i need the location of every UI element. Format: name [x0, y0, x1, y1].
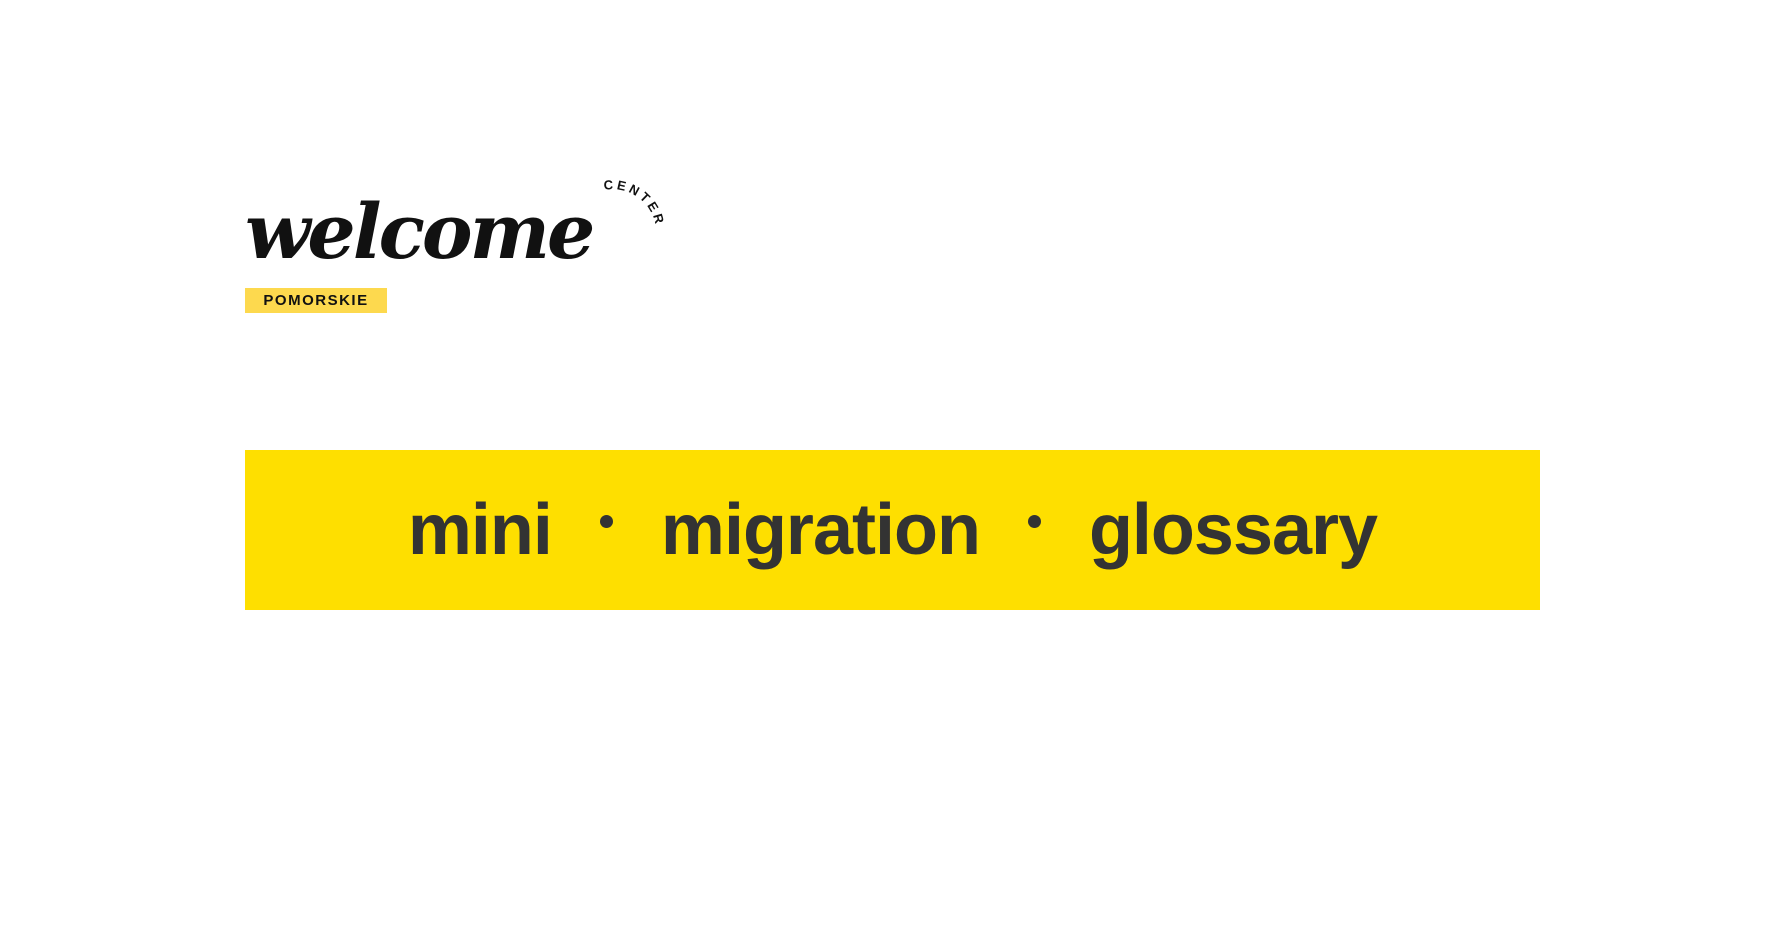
title-word-glossary: glossary [1088, 490, 1378, 570]
logo: welcome CENTER POMORSKIE [245, 180, 670, 313]
logo-center-text: CENTER [604, 180, 666, 228]
logo-row: welcome CENTER [245, 180, 670, 270]
logo-welcome-text: welcome [245, 187, 595, 276]
logo-center-arc: CENTER [604, 180, 669, 228]
svg-text:CENTER: CENTER [604, 180, 669, 228]
logo-badge-pomorskie: POMORSKIE [245, 288, 387, 313]
bullet-dot-icon [1027, 514, 1041, 528]
bullet-dot-icon [599, 514, 613, 528]
title-banner: mini migration glossary [245, 450, 1540, 610]
title-word-migration: migration [660, 490, 981, 570]
title-word-mini: mini [407, 490, 553, 570]
